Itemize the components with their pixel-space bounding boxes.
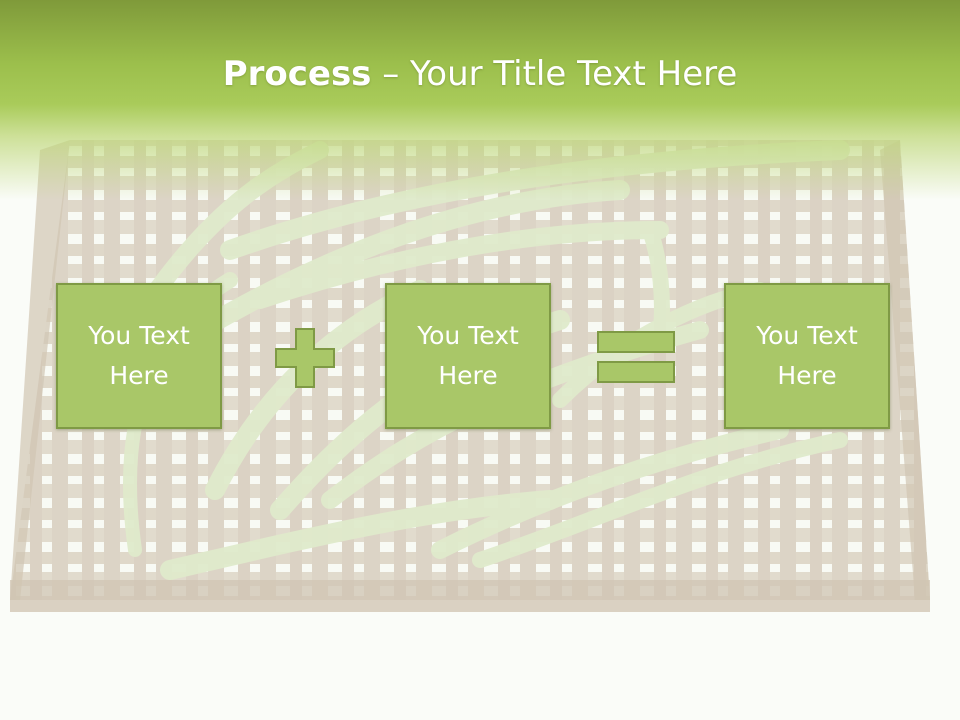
process-box-3-text: You Text Here <box>756 321 858 390</box>
equals-icon <box>597 331 675 383</box>
process-box-1-text: You Text Here <box>88 321 190 390</box>
process-box-2[interactable]: You Text Here <box>385 283 551 429</box>
header-band <box>0 0 960 200</box>
process-box-2-text: You Text Here <box>417 321 519 390</box>
process-box-3[interactable]: You Text Here <box>724 283 890 429</box>
plus-icon <box>275 328 335 388</box>
title-bold: Process <box>222 54 372 94</box>
slide-title: Process – Your Title Text Here <box>0 52 960 96</box>
process-box-1[interactable]: You Text Here <box>56 283 222 429</box>
title-rest: – Your Title Text Here <box>371 54 738 94</box>
